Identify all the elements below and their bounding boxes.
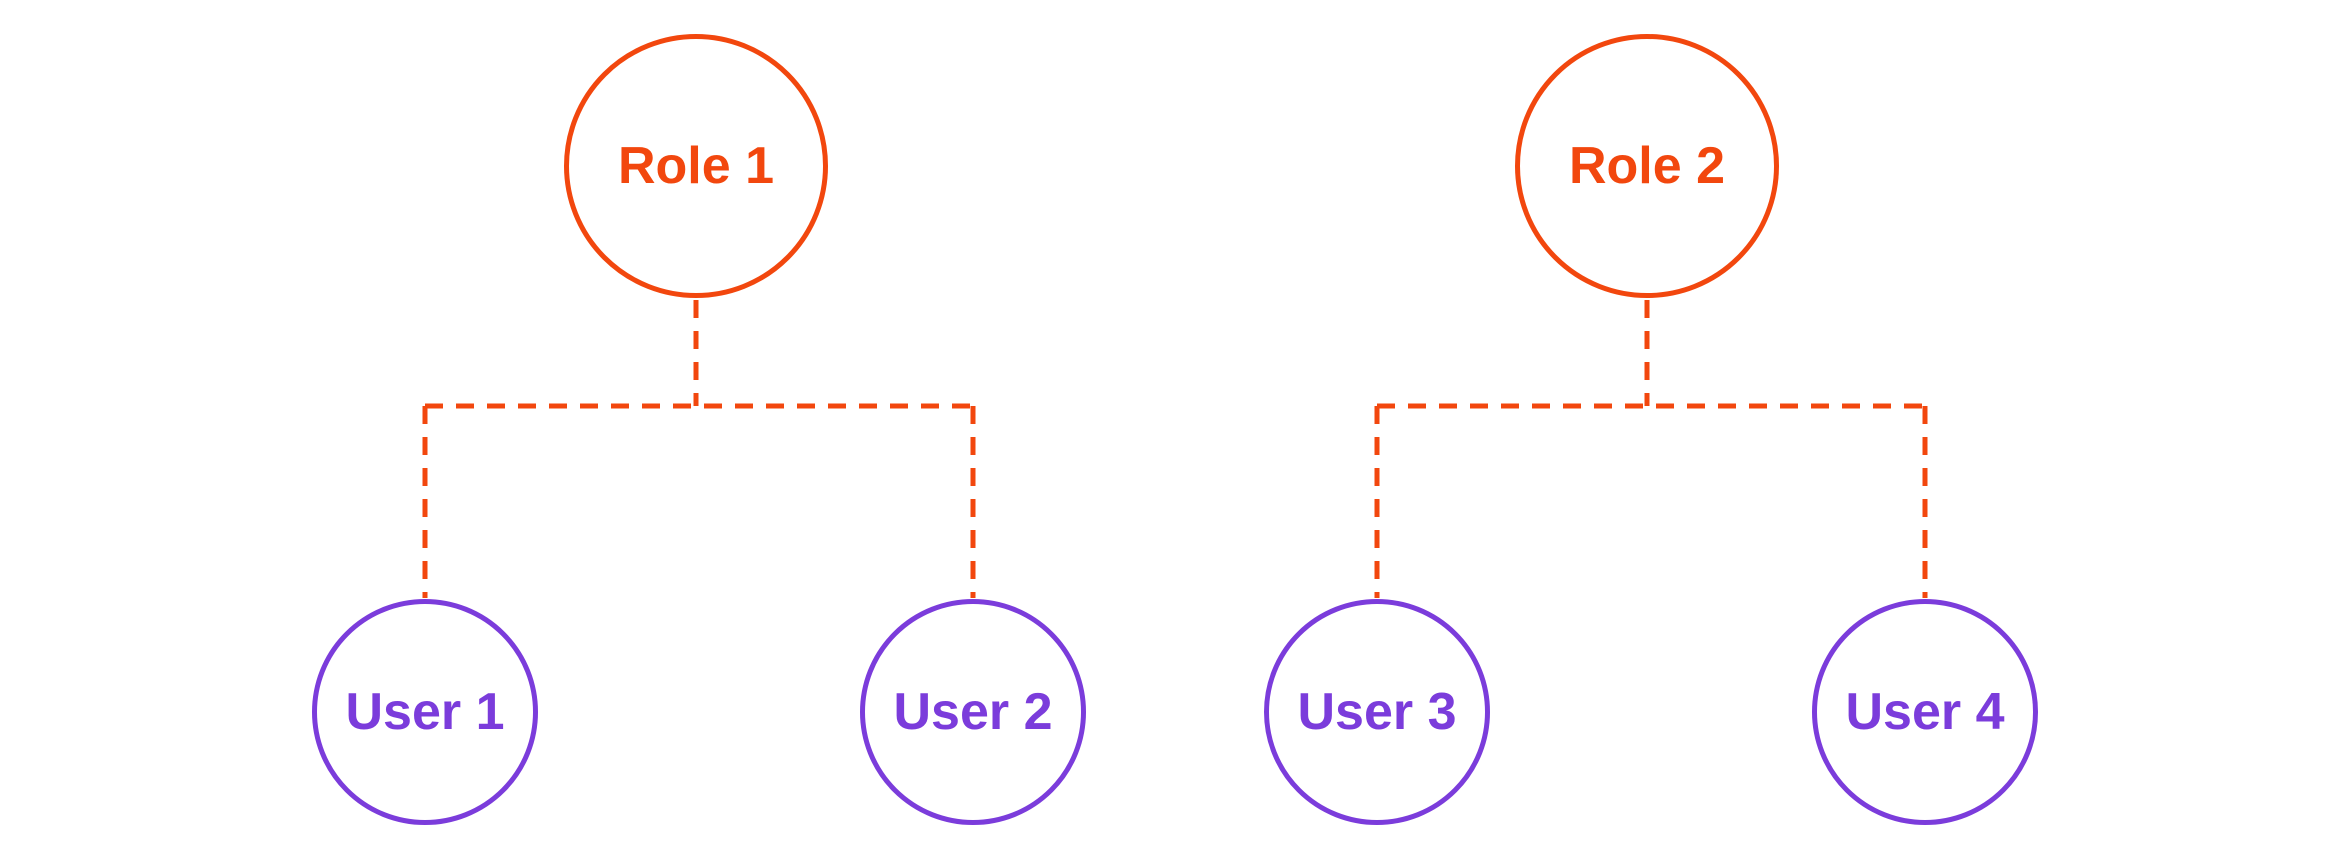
role-node-2-label: Role 2 — [1568, 137, 1726, 195]
user-node-3: User 3 — [1264, 599, 1490, 825]
user-node-2-label: User 2 — [893, 683, 1053, 741]
role-node-1-label: Role 1 — [617, 137, 775, 195]
user-node-1-label: User 1 — [345, 683, 505, 741]
user-node-4-label: User 4 — [1845, 683, 2005, 741]
user-node-4: User 4 — [1812, 599, 2038, 825]
user-node-1: User 1 — [312, 599, 538, 825]
user-node-2: User 2 — [860, 599, 1086, 825]
role-node-2: Role 2 — [1515, 34, 1779, 298]
role-node-1: Role 1 — [564, 34, 828, 298]
user-node-3-label: User 3 — [1297, 683, 1457, 741]
